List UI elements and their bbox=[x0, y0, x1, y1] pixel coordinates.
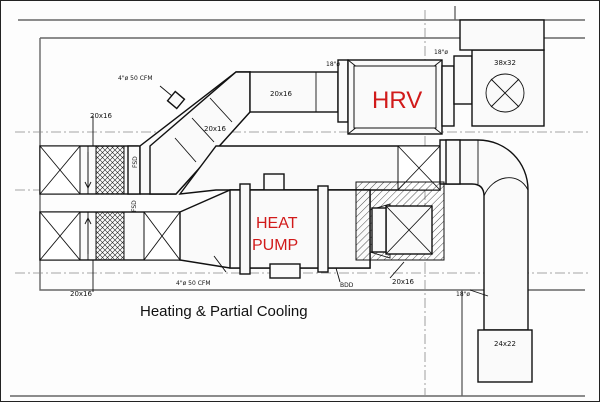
airflow-label-lower: 4"ø 50 CFM bbox=[176, 280, 211, 287]
airflow-label-upper: 4"ø 50 CFM bbox=[118, 75, 153, 82]
damper-label-bdd: BDD bbox=[340, 282, 354, 289]
hrv-label: HRV bbox=[372, 87, 422, 114]
diffuser-symbol bbox=[159, 85, 186, 110]
round-label-hrv-right: 18"ø bbox=[434, 49, 448, 56]
return-plenum bbox=[355, 181, 445, 261]
duct-label-lower-right: 20x16 bbox=[392, 278, 415, 286]
duct-label-exhaust-box: 38x32 bbox=[494, 59, 516, 67]
duct-label-upper-left: 20x16 bbox=[90, 112, 113, 120]
damper-label-fsd-top: FSD bbox=[132, 156, 139, 168]
leader-lines bbox=[92, 116, 489, 297]
damper-label-fsd-bottom: FSD bbox=[131, 200, 138, 212]
duct-label-upper-diag: 20x16 bbox=[204, 125, 227, 133]
duct-label-lower-left: 20x16 bbox=[70, 290, 93, 298]
heat-pump-label-line2: PUMP bbox=[252, 237, 298, 254]
hrv-unit bbox=[347, 59, 455, 135]
round-label-riser: 18"ø bbox=[456, 291, 470, 298]
diagonal-duct bbox=[139, 59, 349, 195]
riser-duct bbox=[439, 139, 533, 383]
lower-left-duct bbox=[39, 211, 181, 261]
upper-left-duct bbox=[39, 145, 141, 195]
round-label-hrv-left: 18"ø bbox=[326, 61, 340, 68]
duct-label-upper-diag-top: 20x16 bbox=[270, 90, 293, 98]
exhaust-box bbox=[453, 19, 545, 127]
heat-pump-label-line1: HEAT bbox=[256, 215, 298, 232]
heat-pump-unit bbox=[179, 183, 391, 279]
duct-label-bottom-box: 24x22 bbox=[494, 340, 516, 348]
diagram-caption: Heating & Partial Cooling bbox=[140, 303, 308, 320]
